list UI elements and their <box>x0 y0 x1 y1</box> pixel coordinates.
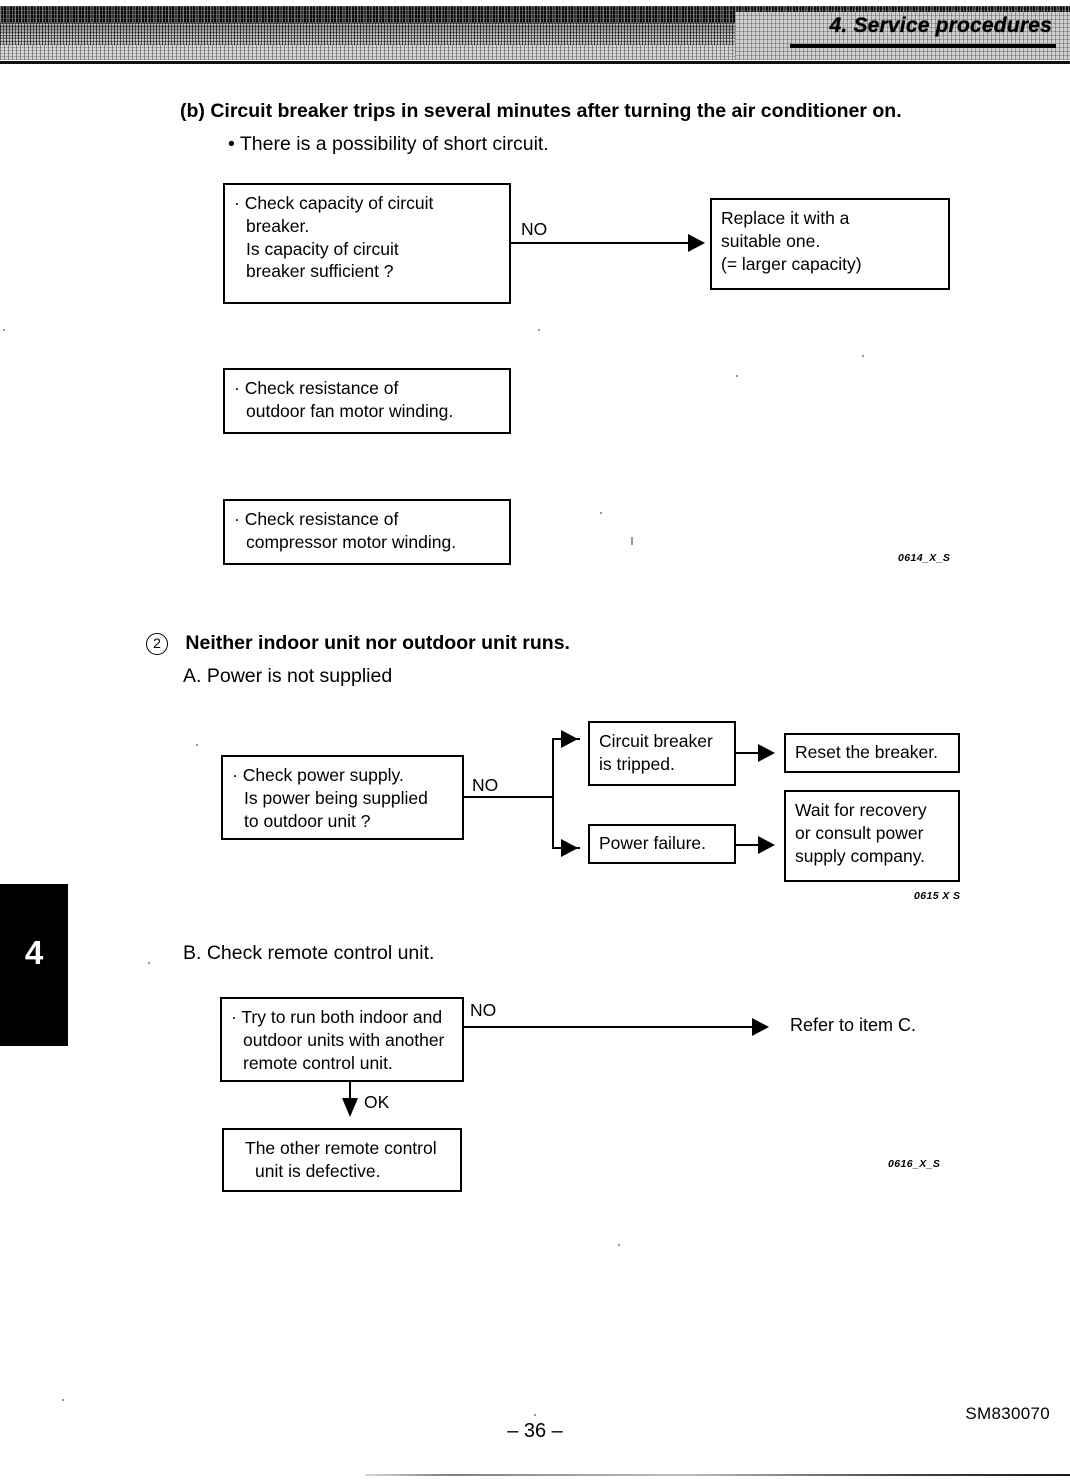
flow2-boxtopresult-line1: Reset the breaker. <box>795 742 938 762</box>
flow3-connector-line <box>464 1026 756 1029</box>
flow3-refer-to-item-c: Refer to item C. <box>790 1015 917 1035</box>
page-number: – 36 – <box>507 1420 563 1442</box>
flow3-arrow-down-icon <box>342 1098 358 1117</box>
flow2-box1-line1: · Check power supply. <box>232 765 404 785</box>
flow3-box1-line2: outdoor units with another <box>243 1029 445 1050</box>
flow3-box2-line2: unit is defective. <box>255 1160 381 1181</box>
scan-speck <box>600 512 602 514</box>
flow2-boxbottomresult-line3: supply company. <box>795 845 926 866</box>
flow3-edge-label-no: NO <box>470 1000 497 1020</box>
flow1-edge-label-no: NO <box>521 219 548 239</box>
flow1-connector-line <box>511 242 691 245</box>
flow2-box-circuit-breaker-tripped: Circuit breaker is tripped. <box>588 721 736 786</box>
section-b-heading: (b) Circuit breaker trips in several min… <box>180 100 902 122</box>
flow1-box1-line1: · Check capacity of circuit <box>234 193 434 213</box>
section-b-bullet: • There is a possibility of short circui… <box>228 133 549 155</box>
header-bottom-rule <box>0 61 1070 64</box>
flow1-box3-line1: · Check resistance of <box>234 378 399 398</box>
flow2-arrow-upper-icon <box>561 730 578 748</box>
chapter-title: 4. Service procedures <box>829 14 1052 37</box>
flow1-box1-line2: breaker. <box>246 215 310 236</box>
flow3-arrow-icon <box>752 1018 769 1036</box>
flow2-edge-label-no: NO <box>472 775 499 795</box>
flow1-box3-line2: outdoor fan motor winding. <box>246 400 454 421</box>
flow2-arrow-bottom-result-icon <box>758 836 775 854</box>
scan-speck <box>62 1399 64 1401</box>
flow2-arrow-lower-icon <box>561 839 578 857</box>
flow2-connector-bottom-result <box>736 844 762 847</box>
scan-speck <box>148 962 150 964</box>
scan-speck <box>196 744 198 746</box>
flow3-edge-label-ok: OK <box>364 1092 390 1112</box>
flow1-box1-line3: Is capacity of circuit <box>246 238 399 259</box>
scan-speck <box>534 1414 536 1416</box>
flow3-box-try-another-remote: · Try to run both indoor and outdoor uni… <box>220 997 464 1082</box>
flow3-figure-code: 0616_X_S <box>888 1158 941 1170</box>
chapter-title-underline <box>790 44 1056 48</box>
flow1-box2-line3: (= larger capacity) <box>721 253 862 274</box>
flow1-box4-line1: · Check resistance of <box>234 509 399 529</box>
flow1-figure-code: 0614_X_S <box>898 552 951 564</box>
flow3-box1-line1: · Try to run both indoor and <box>231 1007 443 1027</box>
flow3-box1-line3: remote control unit. <box>243 1052 393 1073</box>
flow2-box-power-failure: Power failure. <box>588 824 736 864</box>
flow1-box2-line2: suitable one. <box>721 230 821 251</box>
flow2-split-vline <box>552 739 555 849</box>
flow2-figure-code: 0615 X S <box>914 890 961 902</box>
section-2-heading-row: 2 Neither indoor unit nor outdoor unit r… <box>146 632 570 655</box>
footer-scan-rule <box>365 1474 1070 1476</box>
flow1-box-outdoor-fan-resistance: · Check resistance of outdoor fan motor … <box>223 368 511 434</box>
section-2b-heading: B. Check remote control unit. <box>183 942 435 964</box>
scan-speck <box>862 355 864 357</box>
section-2a-heading: A. Power is not supplied <box>183 665 393 687</box>
flow1-box2-line1: Replace it with a <box>721 208 850 228</box>
flow1-box-check-capacity: · Check capacity of circuit breaker. Is … <box>223 183 511 304</box>
flow2-boxbottom-line1: Power failure. <box>599 833 706 853</box>
flow2-boxtop-line1: Circuit breaker <box>599 731 713 751</box>
flow1-box-replace: Replace it with a suitable one. (= large… <box>710 198 950 290</box>
scan-speck <box>3 329 5 331</box>
flow3-box-other-remote-defective: The other remote control unit is defecti… <box>222 1128 462 1192</box>
flow1-arrow-icon <box>688 234 705 252</box>
flow1-box-compressor-resistance: · Check resistance of compressor motor w… <box>223 499 511 565</box>
scan-speck <box>538 329 540 331</box>
flow1-box4-line2: compressor motor winding. <box>246 531 457 552</box>
flow2-boxbottomresult-line1: Wait for recovery <box>795 800 927 820</box>
chapter-tab-number: 4 <box>24 934 44 971</box>
flow2-box-reset-breaker: Reset the breaker. <box>784 733 960 773</box>
flow2-connector-top-result <box>736 752 762 755</box>
flow3-ok-vline <box>349 1082 352 1112</box>
chapter-tab: 4 <box>0 884 68 1046</box>
document-code: SM830070 <box>965 1404 1050 1423</box>
flow2-boxtop-line2: is tripped. <box>599 753 675 774</box>
flow2-box1-line3: to outdoor unit ? <box>244 810 371 831</box>
flow2-trunk-line <box>464 796 554 799</box>
header-band <box>0 6 1070 60</box>
flow2-box-check-power-supply: · Check power supply. Is power being sup… <box>221 755 464 840</box>
scan-speck <box>631 537 633 545</box>
scan-speck <box>736 375 738 377</box>
flow2-boxbottomresult-line2: or consult power <box>795 822 924 843</box>
header-noise-light <box>735 12 1070 60</box>
flow1-box1-line4: breaker sufficient ? <box>246 261 394 282</box>
section-2-number: 2 <box>146 633 168 655</box>
flow2-box1-line2: Is power being supplied <box>244 787 428 808</box>
scan-speck <box>618 1244 620 1246</box>
flow2-arrow-top-result-icon <box>758 744 775 762</box>
flow2-box-wait-for-recovery: Wait for recovery or consult power suppl… <box>784 790 960 882</box>
flow3-box2-line1: The other remote control <box>245 1138 437 1158</box>
section-2-heading-text: Neither indoor unit nor outdoor unit run… <box>185 632 570 654</box>
